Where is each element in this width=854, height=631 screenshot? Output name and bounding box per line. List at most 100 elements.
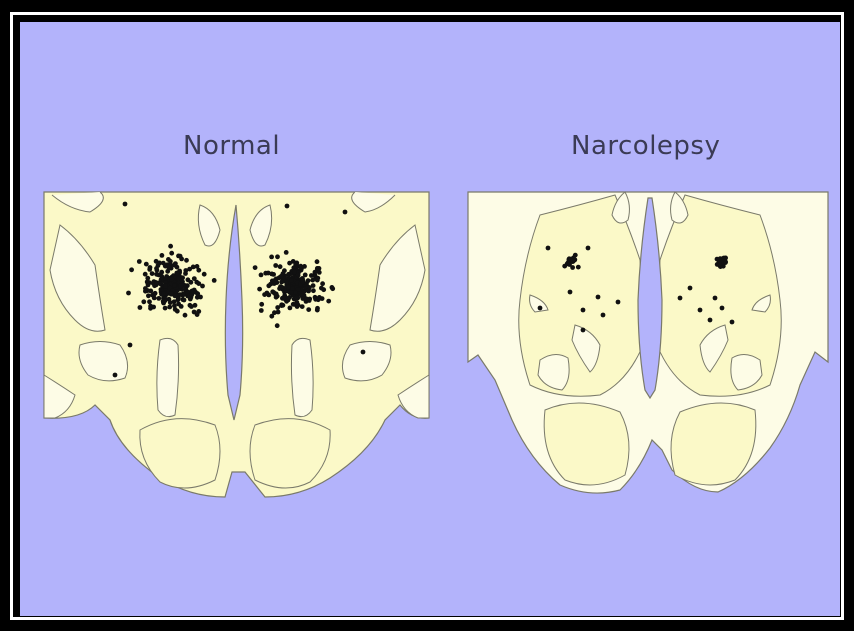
cell-dot: [616, 300, 621, 305]
cell-dot: [259, 273, 264, 278]
cell-dot: [153, 291, 158, 296]
cell-dot: [290, 286, 295, 291]
cell-dot: [167, 305, 172, 310]
cell-dot: [163, 298, 168, 303]
cell-dot: [268, 282, 273, 287]
cell-dot: [178, 292, 183, 297]
cell-dot: [178, 284, 183, 289]
cell-dot: [191, 265, 196, 270]
cell-dot: [253, 265, 258, 270]
cell-dot: [586, 246, 591, 251]
cell-dot: [150, 271, 155, 276]
cell-dot: [147, 267, 152, 272]
cell-dot: [546, 246, 551, 251]
cell-dot: [568, 290, 573, 295]
cell-dot: [198, 295, 203, 300]
cell-dot: [176, 302, 181, 307]
cell-dot: [279, 303, 284, 308]
cell-dot: [259, 308, 264, 313]
cell-dot: [269, 255, 274, 260]
cell-dot: [601, 313, 606, 318]
normal-section: [44, 192, 429, 497]
cell-dot: [175, 265, 180, 270]
cell-dot: [169, 277, 174, 282]
cell-dot: [146, 293, 151, 298]
cell-dot: [306, 307, 311, 312]
cell-dot: [138, 305, 143, 310]
cell-dot: [196, 268, 201, 273]
cell-dot: [296, 273, 301, 278]
cell-dot: [137, 259, 142, 264]
cell-dot: [281, 296, 286, 301]
cell-dot: [284, 250, 289, 255]
cell-dot: [717, 262, 722, 267]
cell-dot: [175, 271, 180, 276]
cell-dot: [596, 295, 601, 300]
cell-dot: [270, 289, 275, 294]
cell-dot: [538, 306, 543, 311]
cell-dot: [169, 251, 174, 256]
cell-dot: [361, 350, 366, 355]
cell-dot: [159, 270, 164, 275]
cell-dot: [168, 244, 173, 249]
cell-dot: [315, 276, 320, 281]
cell-dot: [287, 295, 292, 300]
normal-structure: [140, 419, 220, 488]
cell-dot: [172, 303, 177, 308]
cell-dot: [186, 277, 191, 282]
cell-dot: [330, 286, 335, 291]
normal-structure: [291, 338, 313, 416]
narcolepsy-inner-tissue: [655, 195, 781, 396]
cell-dot: [688, 286, 693, 291]
cell-dot: [581, 328, 586, 333]
cell-dot: [126, 291, 131, 296]
cell-dot: [721, 256, 726, 261]
cell-dot: [315, 259, 320, 264]
cell-dot: [266, 271, 271, 276]
cell-dot: [678, 296, 683, 301]
cell-dot: [273, 263, 278, 268]
cell-dot: [275, 323, 280, 328]
cell-dot: [280, 285, 285, 290]
cell-dot: [141, 299, 146, 304]
cell-dot: [300, 304, 305, 309]
cell-dot: [271, 272, 276, 277]
cell-dot: [321, 287, 326, 292]
cell-dot: [275, 254, 280, 259]
cell-dot: [288, 306, 293, 311]
cell-dot: [179, 257, 184, 262]
cell-dot: [279, 274, 284, 279]
cell-dot: [298, 264, 303, 269]
cell-dot: [262, 292, 267, 297]
cell-dot: [311, 283, 316, 288]
cell-dot: [163, 284, 168, 289]
cell-dot: [293, 290, 298, 295]
cell-dot: [315, 306, 320, 311]
cell-dot: [147, 299, 152, 304]
cell-dot: [167, 265, 172, 270]
cell-dot: [708, 318, 713, 323]
cell-dot: [154, 272, 159, 277]
cell-dot: [188, 297, 193, 302]
cell-dot: [128, 343, 133, 348]
cell-dot: [320, 281, 325, 286]
cell-dot: [698, 308, 703, 313]
cell-dot: [188, 303, 193, 308]
cell-dot: [146, 283, 151, 288]
cell-dot: [295, 300, 300, 305]
cell-dot: [285, 204, 290, 209]
cell-dot: [161, 291, 166, 296]
cell-dot: [720, 306, 725, 311]
cell-dot: [310, 278, 315, 283]
cell-dot: [304, 297, 309, 302]
cell-dot: [123, 202, 128, 207]
cell-dot: [156, 296, 161, 301]
cell-dot: [326, 299, 331, 304]
cell-dot: [343, 210, 348, 215]
cell-dot: [713, 296, 718, 301]
cell-dot: [160, 253, 165, 258]
cell-dot: [313, 270, 318, 275]
cell-dot: [182, 298, 187, 303]
cell-dot: [570, 265, 575, 270]
